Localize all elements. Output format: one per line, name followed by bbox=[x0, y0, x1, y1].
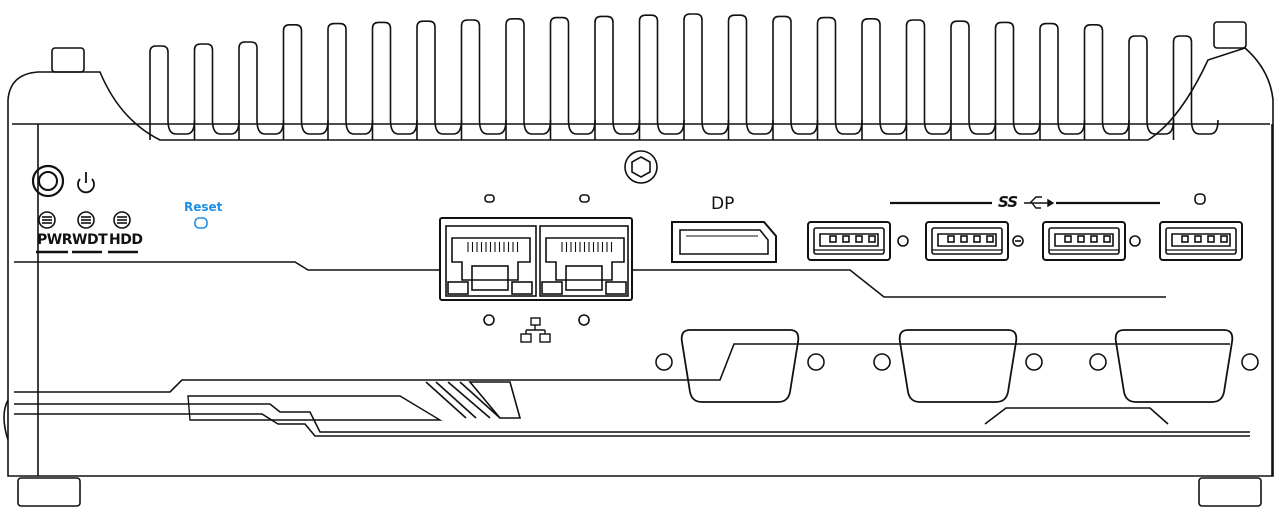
reset-button[interactable] bbox=[194, 217, 208, 229]
left-post bbox=[51, 47, 85, 73]
heatsink-fin bbox=[1083, 24, 1130, 140]
heatsink-fin bbox=[371, 21, 418, 140]
right-post bbox=[1213, 21, 1247, 49]
heatsink-fins bbox=[149, 13, 1219, 140]
heatsink-fin bbox=[1172, 35, 1219, 140]
heatsink-fin bbox=[1039, 22, 1086, 140]
led-wdt bbox=[77, 211, 95, 229]
usb-ss-label: SS bbox=[998, 193, 1018, 211]
heatsink-fin bbox=[505, 18, 552, 140]
heatsink-fin bbox=[1128, 35, 1175, 140]
displayport-port[interactable] bbox=[671, 221, 777, 263]
displayport-label: DP bbox=[711, 194, 735, 214]
heatsink-fin bbox=[816, 16, 863, 140]
trim-line-lower bbox=[14, 343, 1230, 393]
chassis-outline bbox=[7, 47, 1274, 477]
heatsink-fin bbox=[594, 15, 641, 140]
right-foot bbox=[1198, 477, 1262, 507]
power-button[interactable] bbox=[31, 164, 65, 198]
heatsink-fin bbox=[861, 18, 908, 140]
led-pwr bbox=[38, 211, 56, 229]
usb-port[interactable] bbox=[925, 221, 1009, 261]
heatsink-fin bbox=[994, 21, 1041, 140]
heatsink-fin bbox=[549, 16, 596, 140]
lan-ports[interactable] bbox=[439, 217, 633, 301]
usb-port[interactable] bbox=[807, 221, 891, 261]
serial-port[interactable] bbox=[655, 329, 825, 403]
trim-line-upper bbox=[14, 261, 440, 271]
led-hdd bbox=[113, 211, 131, 229]
left-foot bbox=[17, 477, 81, 507]
heatsink-fin bbox=[727, 14, 774, 140]
heatsink-fin bbox=[193, 43, 240, 140]
power-icon bbox=[77, 172, 95, 194]
led-label-pwr: PWR bbox=[37, 232, 72, 248]
serial-port[interactable] bbox=[1089, 329, 1259, 403]
heatsink-fin bbox=[149, 45, 196, 140]
heatsink-fin bbox=[238, 41, 285, 140]
heatsink-fin bbox=[772, 15, 819, 140]
usb-port[interactable] bbox=[1159, 221, 1243, 261]
heatsink-fin bbox=[282, 24, 329, 140]
heatsink-fin bbox=[638, 14, 685, 140]
usb-trident-icon bbox=[1024, 196, 1055, 209]
heatsink-fin bbox=[327, 22, 374, 140]
heatsink-fin bbox=[460, 19, 507, 140]
heatsink-fin bbox=[683, 13, 730, 140]
usb-port[interactable] bbox=[1042, 221, 1126, 261]
heatsink-fin bbox=[905, 19, 952, 140]
heatsink-fin bbox=[416, 20, 463, 140]
serial-port[interactable] bbox=[873, 329, 1043, 403]
reset-label: Reset bbox=[184, 200, 223, 214]
hex-screw bbox=[624, 150, 658, 184]
led-label-wdt: WDT bbox=[72, 232, 108, 248]
network-icon bbox=[520, 317, 551, 343]
led-label-hdd: HDD bbox=[109, 232, 143, 248]
heatsink-fin bbox=[950, 20, 997, 140]
